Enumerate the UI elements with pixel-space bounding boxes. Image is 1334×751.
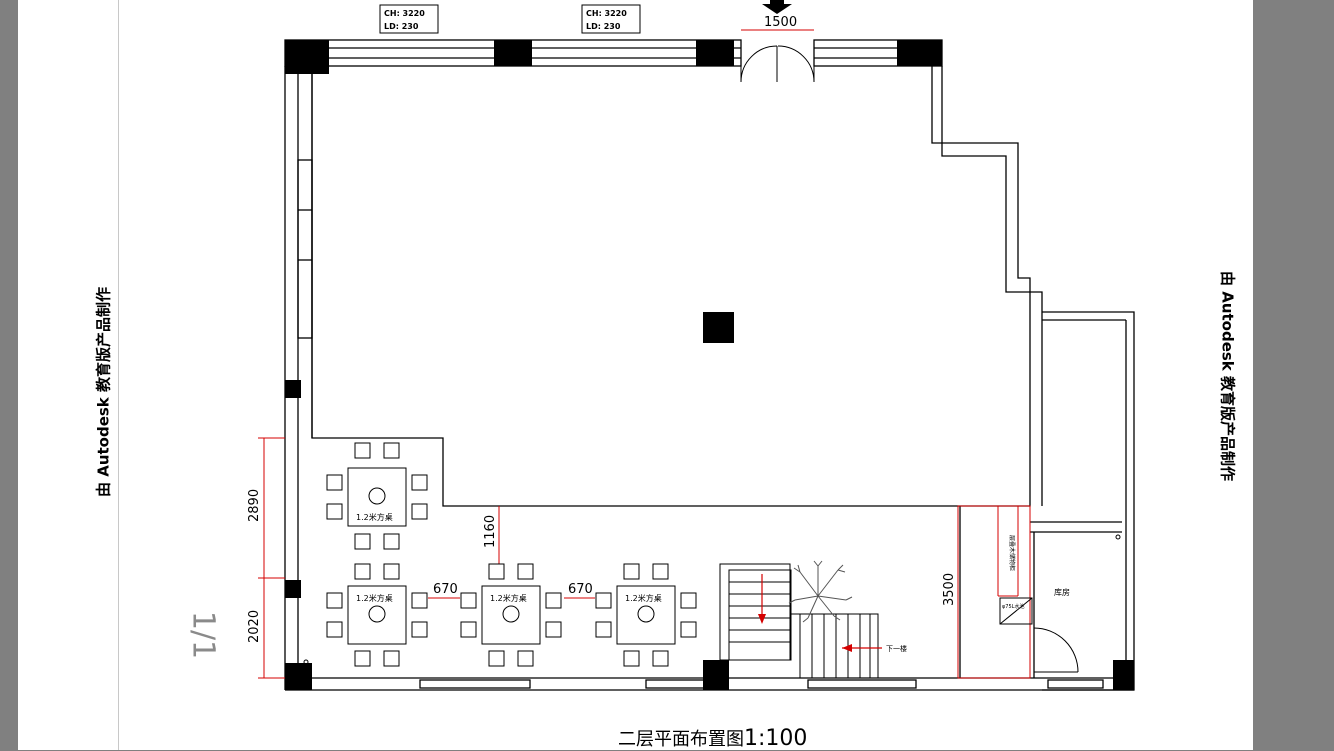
- dim-left-lower: 2020: [247, 610, 262, 643]
- dim-door-width: 1500: [764, 15, 797, 30]
- window-tag-1: CH: 3220 LD: 230: [379, 4, 439, 34]
- bottom-window-1: [419, 679, 531, 689]
- chair: [652, 563, 669, 580]
- bottom-window-4: [1047, 679, 1104, 689]
- window-tag-ch: CH: 3220: [384, 9, 425, 18]
- chair: [383, 442, 400, 459]
- chair: [488, 650, 505, 667]
- caption-title: 二层平面布置图: [618, 729, 744, 750]
- chair: [595, 621, 612, 638]
- table-center-icon: [368, 487, 386, 505]
- chair: [354, 650, 371, 667]
- bottom-window-3: [807, 679, 917, 689]
- chair: [383, 533, 400, 550]
- cabinet-label: 层叠木储物柜: [1008, 535, 1016, 571]
- column: [1113, 660, 1134, 690]
- table-label: 1.2米方桌: [356, 593, 393, 603]
- column: [897, 40, 942, 66]
- sink-label: φ75L水池: [1002, 603, 1024, 610]
- watermark-right: 由 Autodesk 教育版产品制作: [1218, 270, 1237, 482]
- chair: [623, 650, 640, 667]
- chair: [383, 650, 400, 667]
- column: [703, 312, 734, 343]
- window-tag-ld: LD: 230: [384, 22, 419, 31]
- sheet-margin-line: [118, 0, 119, 750]
- table-labels: 1.2米方桌 1.2米方桌 1.2米方桌 1.2米方桌: [356, 512, 662, 603]
- column: [696, 40, 734, 66]
- dim-right-height: 3500: [942, 573, 957, 606]
- chair: [354, 442, 371, 459]
- left-window: [297, 159, 313, 339]
- chair: [354, 563, 371, 580]
- chair: [623, 563, 640, 580]
- table-center-icon: [502, 605, 520, 623]
- chair: [326, 503, 343, 520]
- chair: [411, 621, 428, 638]
- dimension-lines: [258, 29, 1031, 679]
- chair: [326, 592, 343, 609]
- table-label: 1.2米方桌: [625, 593, 662, 603]
- chair: [545, 621, 562, 638]
- chair: [545, 592, 562, 609]
- table-label: 1.2米方桌: [356, 512, 393, 522]
- storage-room-label: 库房: [1054, 587, 1070, 597]
- drawing-caption: 二层平面布置图1:100: [618, 725, 807, 751]
- chair: [652, 650, 669, 667]
- chair: [326, 474, 343, 491]
- column: [285, 663, 312, 690]
- table-group: [326, 442, 697, 667]
- chair: [517, 563, 534, 580]
- column: [703, 660, 729, 690]
- chair: [680, 621, 697, 638]
- entrance-door: [740, 40, 815, 83]
- caption-scale: 1:100: [744, 726, 808, 751]
- chair: [680, 592, 697, 609]
- window-tag-2: CH: 3220 LD: 230: [581, 4, 641, 34]
- columns: [285, 40, 1134, 690]
- storage-room: [303, 534, 1121, 673]
- chair: [517, 650, 534, 667]
- column: [285, 380, 301, 398]
- chair: [595, 592, 612, 609]
- window-tag-ch: CH: 3220: [586, 9, 627, 18]
- dim-gap-1: 670: [433, 582, 458, 597]
- chair: [354, 533, 371, 550]
- chair: [488, 563, 505, 580]
- dim-gap-2: 670: [568, 582, 593, 597]
- table-label: 1.2米方桌: [490, 593, 527, 603]
- chair: [326, 621, 343, 638]
- column: [285, 40, 329, 74]
- watermark-left: 由 Autodesk 教育版产品制作: [94, 286, 113, 498]
- table-center-icon: [637, 605, 655, 623]
- chair: [411, 592, 428, 609]
- entry-arrow-icon: [762, 0, 792, 14]
- dim-left-upper: 2890: [247, 489, 262, 522]
- column: [285, 580, 301, 598]
- table-center-icon: [368, 605, 386, 623]
- chair: [411, 474, 428, 491]
- dim-table-offset: 1160: [483, 515, 498, 548]
- page-indicator: 1/1: [185, 610, 221, 660]
- chair: [383, 563, 400, 580]
- column: [494, 40, 532, 66]
- staircase: [719, 563, 879, 678]
- stair-label: 下一楼: [886, 644, 907, 653]
- bottom-window-2: [645, 679, 707, 689]
- plant-icon: [788, 560, 853, 623]
- dimension-labels: 1500 2890 2020 1160 670 670 3500: [247, 15, 957, 643]
- chair: [460, 592, 477, 609]
- stair-direction-arrow-icon: [758, 574, 882, 652]
- chair: [411, 503, 428, 520]
- window-tag-ld: LD: 230: [586, 22, 621, 31]
- chair: [460, 621, 477, 638]
